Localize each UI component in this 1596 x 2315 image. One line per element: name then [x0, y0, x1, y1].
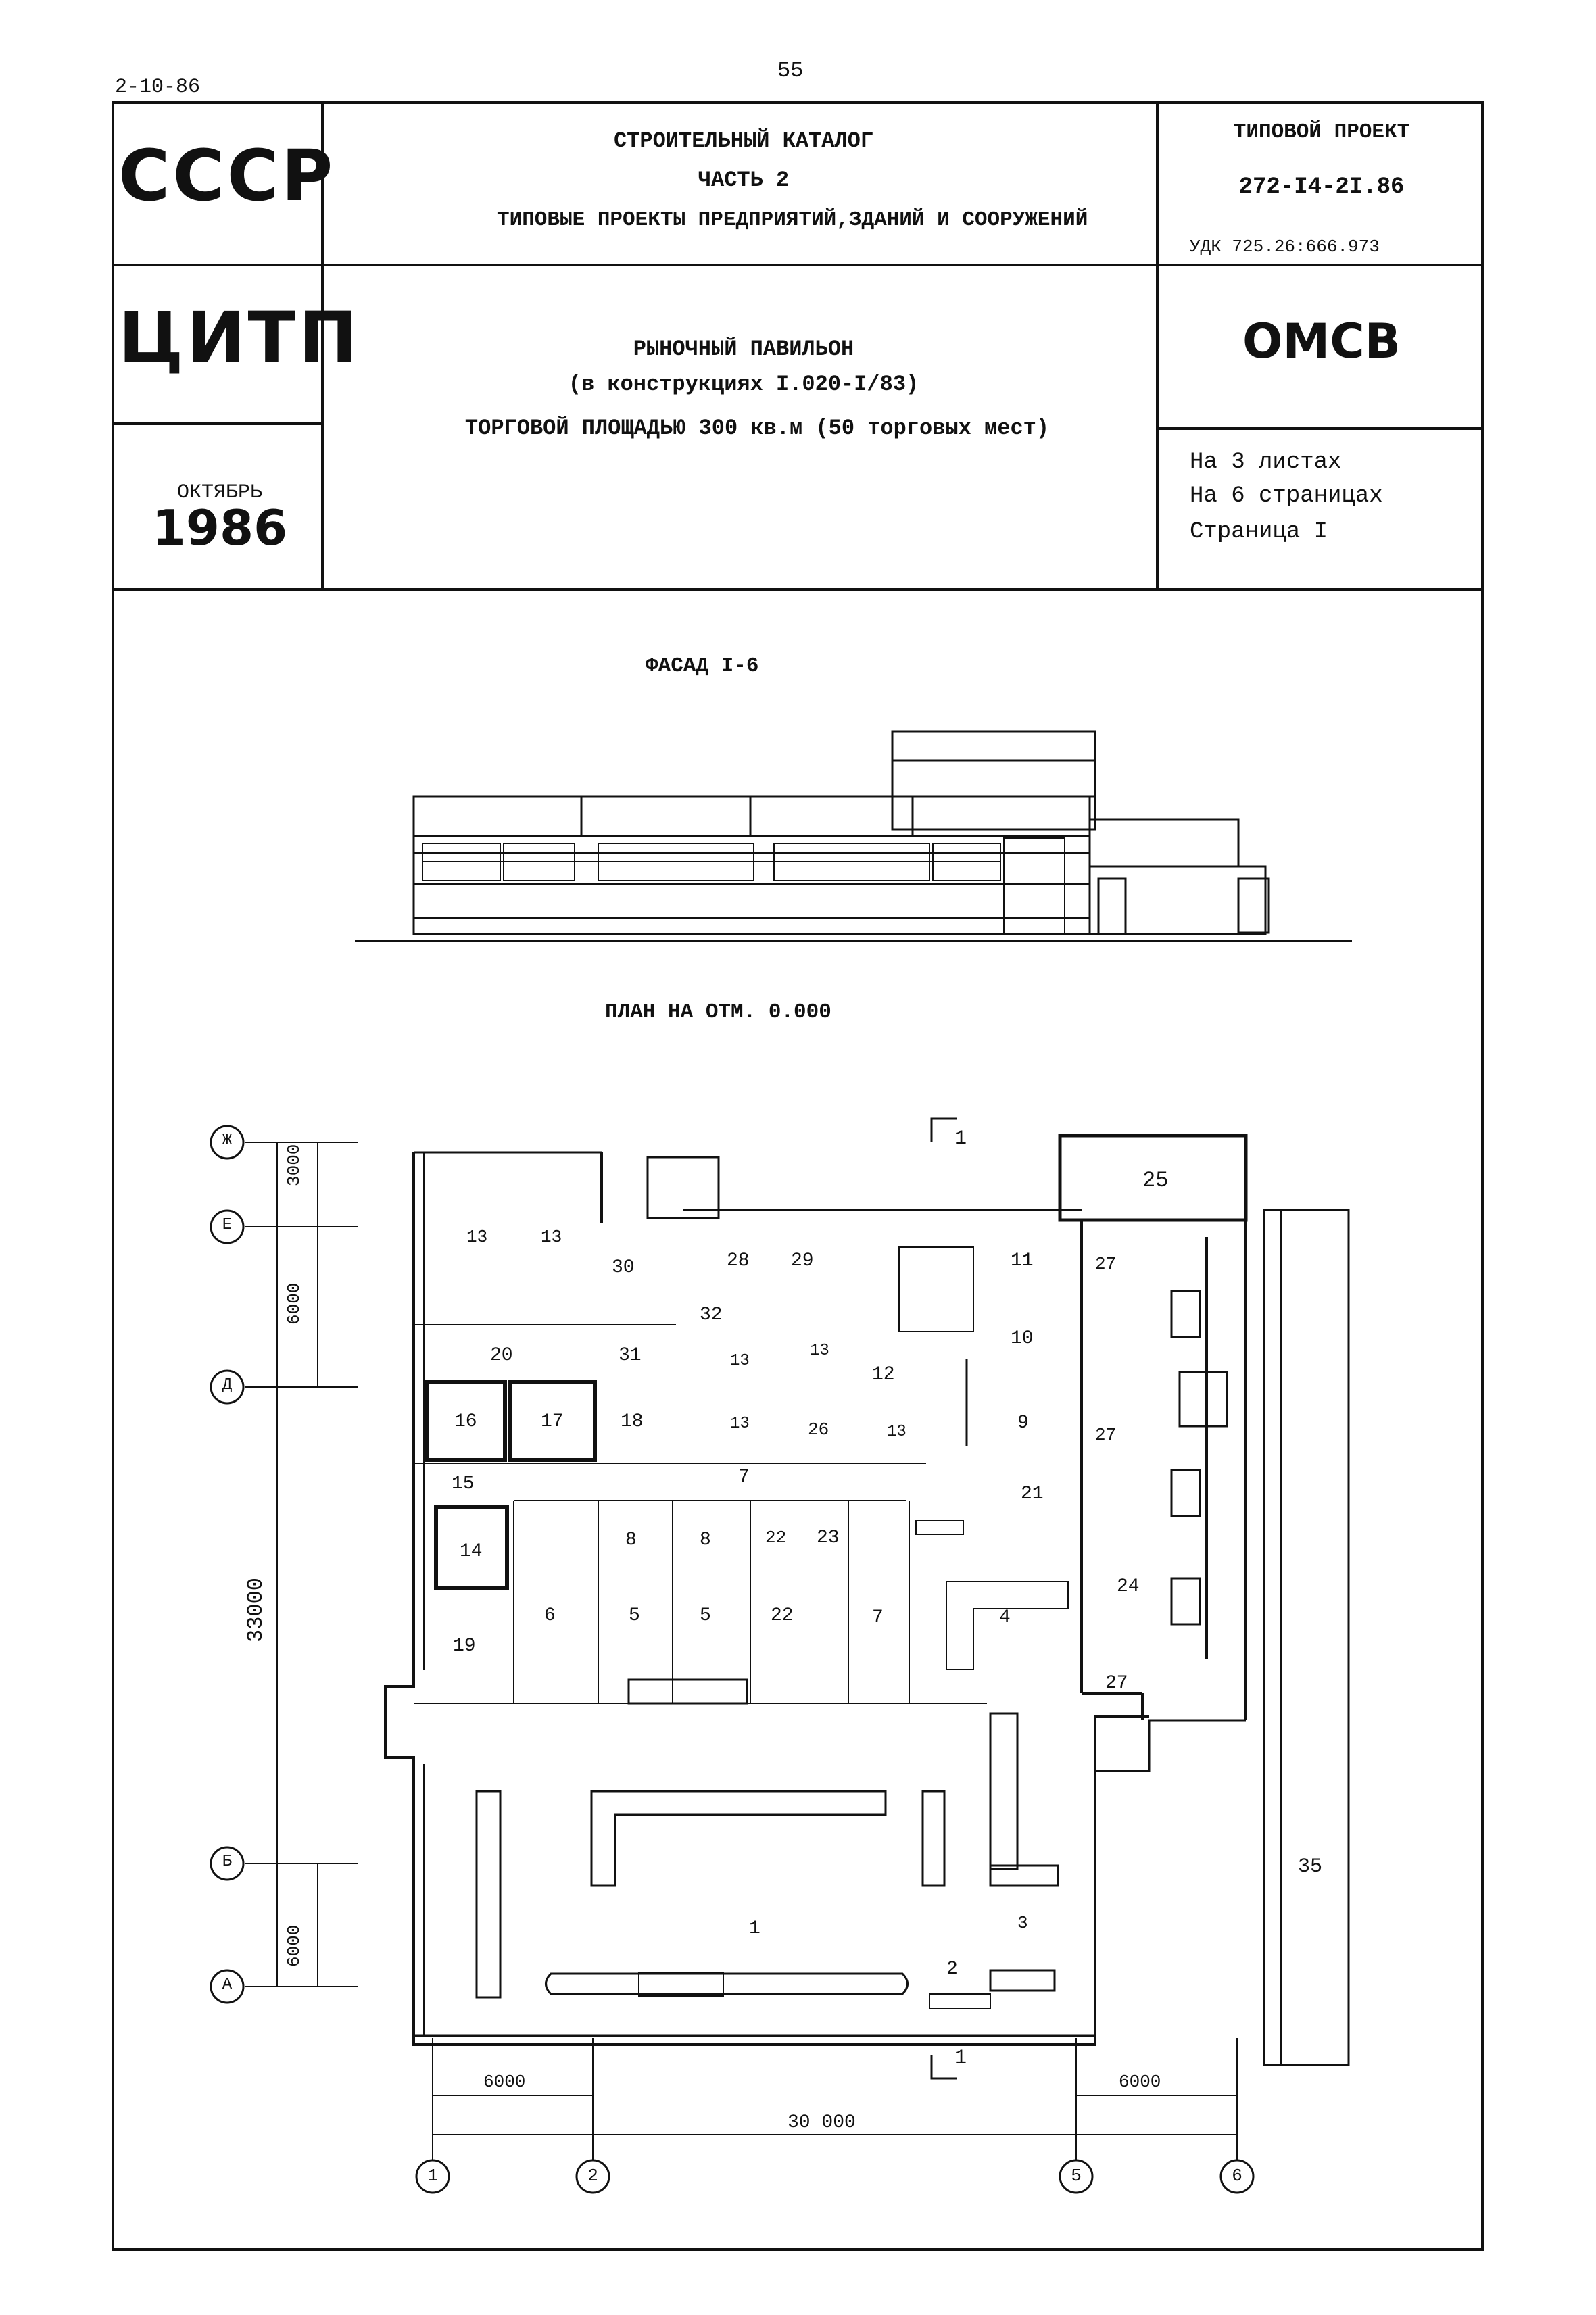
axis-label-a: А	[222, 1976, 233, 1994]
axis-label-b: Б	[222, 1853, 233, 1871]
dim-30000: 30 000	[788, 2112, 856, 2133]
section-mark-bottom: 1	[954, 2047, 967, 2070]
room-26: 26	[808, 1419, 829, 1440]
axis-label-5: 5	[1071, 2166, 1082, 2186]
project-label: ТИПОВОЙ ПРОЕКТ	[1233, 120, 1410, 144]
dim-6000-right: 6000	[1119, 2072, 1161, 2092]
room-32: 32	[700, 1305, 723, 1325]
dim-6000-left: 6000	[483, 2072, 526, 2092]
room-2: 2	[946, 1959, 958, 1980]
room-8-a: 8	[625, 1530, 637, 1551]
room-14: 14	[460, 1541, 483, 1562]
room-20: 20	[490, 1345, 513, 1366]
facade-elevation	[355, 730, 1352, 942]
title-block-right-divider	[1156, 101, 1159, 588]
udk-code: УДК 725.26:666.973	[1190, 237, 1380, 257]
room-35: 35	[1298, 1855, 1323, 1878]
room-22-a: 22	[765, 1528, 787, 1548]
room-1: 1	[749, 1918, 760, 1939]
document-code: 2-10-86	[115, 76, 201, 99]
axis-label-6: 6	[1232, 2166, 1242, 2186]
page-label: Страница I	[1190, 519, 1328, 545]
dim-3000: 3000	[284, 1144, 304, 1186]
object-construction: (в конструкциях I.020-I/83)	[568, 372, 919, 397]
room-8-b: 8	[700, 1530, 711, 1551]
room-18: 18	[621, 1411, 644, 1432]
room-5-b: 5	[700, 1605, 711, 1626]
room-29: 29	[791, 1250, 814, 1271]
room-17: 17	[541, 1411, 564, 1432]
room-11: 11	[1011, 1250, 1034, 1271]
room-27-a: 27	[1095, 1254, 1117, 1274]
room-13-a: 13	[466, 1227, 488, 1247]
object-area: ТОРГОВОЙ ПЛОЩАДЬЮ 300 кв.м (50 торговых …	[464, 416, 1050, 441]
sheets-count: На 3 листах	[1190, 449, 1342, 475]
title-block-row-divider-2-right	[1156, 427, 1484, 430]
room-25: 25	[1142, 1168, 1169, 1193]
facade-title: ФАСАД I-6	[646, 654, 759, 678]
dim-6000-lower: 6000	[284, 1924, 304, 1967]
dim-6000-upper: 6000	[284, 1282, 304, 1325]
axis-label-e: Е	[222, 1216, 233, 1234]
room-13-e: 13	[730, 1415, 750, 1433]
room-19: 19	[453, 1636, 476, 1657]
room-16: 16	[454, 1411, 477, 1432]
issue-month: ОКТЯБРЬ	[176, 481, 263, 504]
org-ussr: СССР	[118, 135, 336, 217]
room-13-d: 13	[810, 1342, 829, 1360]
catalog-part: ЧАСТЬ 2	[698, 168, 790, 193]
room-7-store: 7	[872, 1607, 884, 1628]
room-12: 12	[872, 1364, 895, 1385]
axis-label-1: 1	[427, 2166, 438, 2186]
axis-label-d: Д	[222, 1376, 233, 1394]
room-10: 10	[1011, 1328, 1034, 1349]
room-13-c: 13	[730, 1352, 750, 1370]
room-28: 28	[727, 1250, 750, 1271]
room-13-f: 13	[887, 1423, 906, 1441]
section-markers	[930, 1117, 957, 2080]
pages-count: На 6 страницах	[1190, 483, 1383, 509]
issue-year: 1986	[151, 499, 288, 556]
section-code: ОМСВ	[1242, 314, 1401, 369]
title-block-row-divider-2-left	[112, 422, 321, 425]
project-number: 272-I4-2I.86	[1238, 174, 1405, 200]
room-4: 4	[999, 1607, 1011, 1628]
title-block-left-divider	[321, 101, 324, 588]
room-13-b: 13	[541, 1227, 562, 1247]
room-6: 6	[544, 1605, 556, 1626]
room-3: 3	[1017, 1913, 1028, 1933]
room-7-corridor: 7	[738, 1467, 750, 1488]
room-22-b: 22	[771, 1605, 794, 1626]
org-citp: ЦИТП	[118, 297, 360, 379]
room-15: 15	[452, 1473, 475, 1494]
catalog-subtitle: ТИПОВЫЕ ПРОЕКТЫ ПРЕДПРИЯТИЙ,ЗДАНИЙ И СОО…	[497, 208, 1088, 232]
room-23: 23	[817, 1528, 840, 1549]
page-number: 55	[777, 58, 804, 83]
room-27-c: 27	[1105, 1673, 1128, 1694]
room-5-a: 5	[629, 1605, 640, 1626]
plan-title: ПЛАН НА ОТМ. 0.000	[605, 1000, 831, 1024]
room-21: 21	[1021, 1484, 1044, 1505]
plan-walls	[384, 1134, 1350, 2066]
section-mark-top: 1	[954, 1127, 967, 1150]
room-9: 9	[1017, 1413, 1029, 1434]
title-block-bottom-line	[112, 588, 1484, 591]
dim-33000: 33000	[243, 1577, 268, 1642]
object-title: РЫНОЧНЫЙ ПАВИЛЬОН	[633, 337, 854, 362]
room-30: 30	[612, 1257, 635, 1278]
room-31: 31	[619, 1345, 642, 1366]
title-block-row-divider-1	[112, 264, 1484, 266]
room-24: 24	[1117, 1576, 1140, 1597]
axis-label-zh: Ж	[222, 1131, 233, 1150]
plan-axes	[210, 1125, 1255, 2194]
axis-label-2: 2	[587, 2166, 598, 2186]
sheet-frame	[112, 101, 1484, 2251]
room-27-b: 27	[1095, 1425, 1117, 1445]
catalog-title: СТРОИТЕЛЬНЫЙ КАТАЛОГ	[613, 128, 874, 153]
